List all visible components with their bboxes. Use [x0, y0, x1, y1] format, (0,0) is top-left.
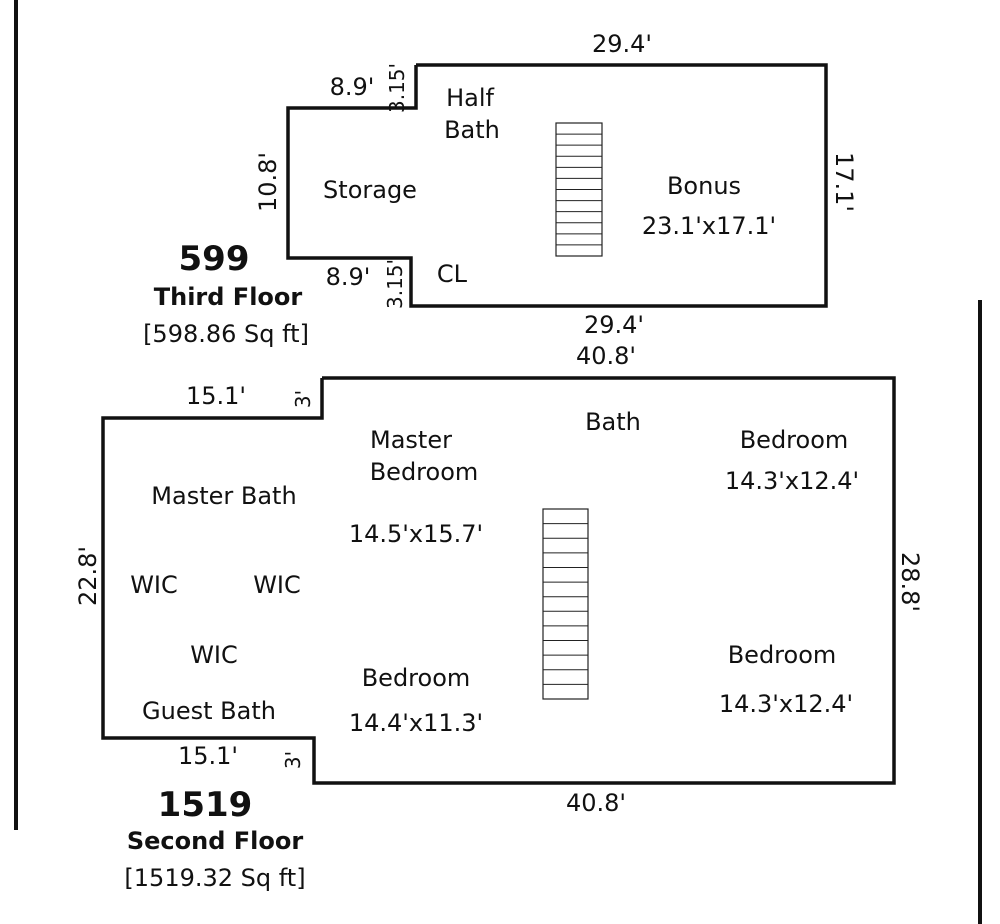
bath-label: Bath	[585, 408, 641, 436]
second-floor-plan: 40.8' 40.8' 28.8' 22.8' 15.1' 3' 15.1' 3…	[74, 342, 924, 892]
bedroom-northeast-label: Bedroom	[740, 426, 849, 454]
bedroom-southeast-size: 14.3'x12.4'	[719, 690, 853, 718]
third-floor-total: 599	[179, 239, 250, 279]
second-floor-right-dimension: 28.8'	[896, 552, 924, 612]
bonus-room-label: Bonus	[667, 172, 741, 200]
bedroom-center-label: Bedroom	[362, 664, 471, 692]
closet-label: CL	[437, 260, 468, 288]
master-bedroom-label-line1: Master	[370, 426, 452, 454]
master-bedroom-label-line2: Bedroom	[370, 458, 479, 486]
second-floor-left-dimension: 22.8'	[74, 546, 102, 606]
third-floor-stairs	[555, 122, 603, 257]
master-bath-label: Master Bath	[151, 482, 296, 510]
third-floor-right-dimension: 17.1'	[830, 152, 858, 212]
third-floor-left-dimension: 10.8'	[254, 152, 282, 212]
guest-bath-label: Guest Bath	[142, 697, 276, 725]
second-floor-total: 1519	[158, 785, 253, 825]
third-floor-lower-notch-depth: 3.15'	[383, 259, 407, 309]
walk-in-closet-3-label: WIC	[190, 641, 238, 669]
second-floor-sqft: [1519.32 Sq ft]	[124, 864, 305, 892]
walk-in-closet-1-label: WIC	[130, 571, 178, 599]
second-floor-outline	[101, 376, 896, 785]
third-floor-upper-notch-width: 8.9'	[330, 73, 375, 101]
master-bedroom-size: 14.5'x15.7'	[349, 520, 483, 548]
third-floor-upper-notch-depth: 3.15'	[385, 63, 409, 113]
second-floor-name: Second Floor	[127, 827, 303, 855]
third-floor-lower-notch-width: 8.9'	[326, 263, 371, 291]
second-floor-stairs	[542, 508, 589, 700]
second-floor-bottom-dimension: 40.8'	[566, 789, 626, 817]
walk-in-closet-2-label: WIC	[253, 571, 301, 599]
second-floor-lower-notch-width: 15.1'	[178, 742, 238, 770]
bonus-room-size: 23.1'x17.1'	[642, 212, 776, 240]
third-floor-outline	[286, 63, 828, 308]
second-floor-top-dimension: 40.8'	[576, 342, 636, 370]
bedroom-center-size: 14.4'x11.3'	[349, 709, 483, 737]
third-floor-plan: 29.4' 29.4' 17.1' 10.8' 8.9' 3.15' 8.9' …	[143, 30, 858, 348]
third-floor-bottom-dimension: 29.4'	[584, 311, 644, 339]
half-bath-label-line2: Bath	[444, 116, 500, 144]
third-floor-top-dimension: 29.4'	[592, 30, 652, 58]
bedroom-northeast-size: 14.3'x12.4'	[725, 467, 859, 495]
half-bath-label-line1: Half	[446, 84, 494, 112]
storage-label: Storage	[323, 176, 417, 204]
third-floor-sqft: [598.86 Sq ft]	[143, 320, 309, 348]
second-floor-upper-notch-depth: 3'	[291, 390, 315, 408]
second-floor-lower-notch-depth: 3'	[281, 751, 305, 769]
bedroom-southeast-label: Bedroom	[728, 641, 837, 669]
third-floor-name: Third Floor	[154, 283, 303, 311]
second-floor-upper-notch-width: 15.1'	[186, 382, 246, 410]
